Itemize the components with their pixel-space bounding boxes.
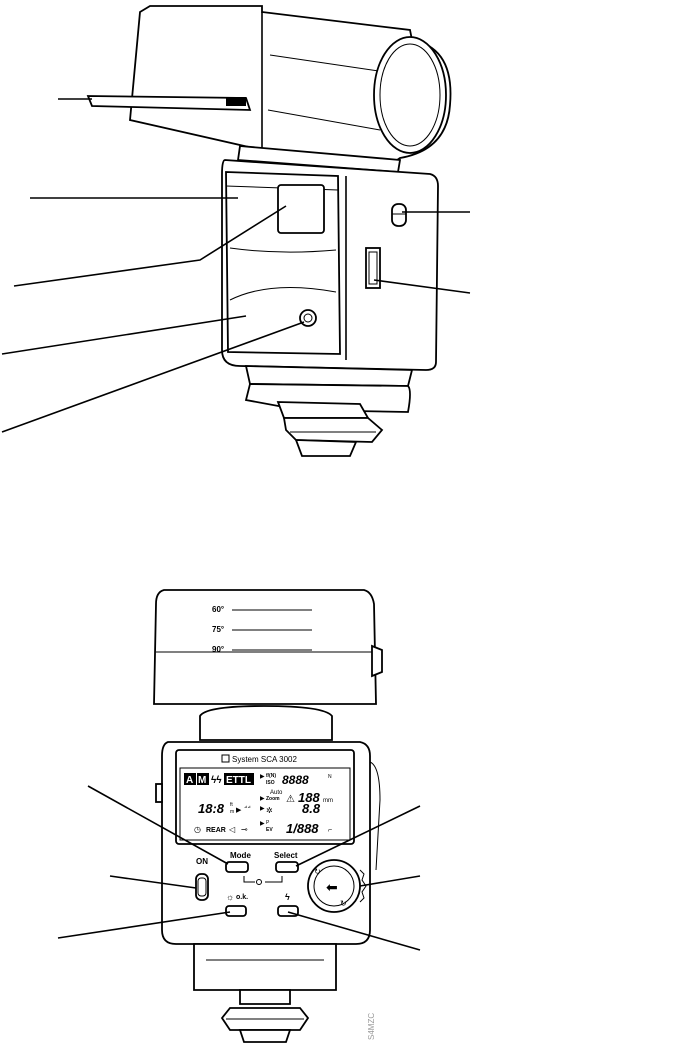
lcd-play-3: ▶ [260,806,265,812]
lcd-play-2: ▶ [260,796,265,802]
side-switch [391,203,407,227]
on-switch[interactable] [195,873,209,901]
mode-button-label: Mode [230,851,251,860]
lcd-warning-icon: ⚠ [286,794,295,805]
lcd-digits-mid: 8.8 [302,801,321,816]
ok-button-label: o.k. [236,894,248,901]
side-socket [365,247,381,289]
lcd-f-iso: f/(N) [266,773,276,779]
lcd-display: System SCA 3002 A M ϟϟ ETTL ▶ f/(N) ISO … [175,749,355,845]
flash-head [86,5,452,166]
flash-front-view [1,5,471,457]
lcd-mode-a: A [186,775,193,786]
lcd-aperture-icon: ✲ [266,806,273,815]
lcd-speaker-icon: ◁ [229,825,236,834]
lcd-auto: Auto [270,790,283,796]
zoom-90-label: 90° [212,645,224,654]
lcd-mode-m-badge [197,773,209,785]
lcd-scale-icon: ⊿⊿ [244,804,251,809]
lcd-digits-bottom: 1/888 [286,821,319,836]
lcd-brand: System SCA 3002 [232,755,297,764]
lcd-p: P [266,820,270,826]
body-rear: System SCA 3002 A M ϟϟ ETTL ▶ f/(N) ISO … [155,741,381,945]
lcd-ft: ft [230,802,233,808]
side-contact [155,783,163,803]
light-icon: ☼ [226,892,234,902]
lcd-m: m [230,809,234,815]
on-switch-label: ON [196,857,208,866]
lcd-mode-m: M [198,775,206,786]
mounting-foot [244,365,414,457]
lcd-mm: mm [323,798,333,804]
flash-rear-view: 60° 75° 90° System SCA 3002 A [57,589,421,1043]
lcd-bracket-icon: ⌐ [328,827,332,834]
rear-foot [193,943,337,1043]
zoom-60-label: 60° [212,605,224,614]
lcd-iso: ISO [266,780,275,786]
reflector-end [373,36,447,154]
sensor-eye [299,309,317,327]
lcd-mode-ettl: ETTL [226,775,251,786]
lcd-arrow-icon: ▶ [236,807,242,814]
lcd-rear: REAR [206,827,226,834]
flash-body [221,159,439,371]
lcd-play-1: ▶ [260,774,265,780]
lcd-slave-icon: ϟϟ [211,775,222,786]
head-release-knob [371,644,383,678]
rear-leader-lines [57,785,421,951]
lcd-n-mark: N [328,774,332,780]
key-lock-bracket [243,876,283,883]
select-button-label: Select [274,851,298,860]
watermark: S4MZC [367,1013,376,1040]
rear-neck [199,705,333,741]
lcd-digits-left: 18:8 [198,801,225,816]
lcd-play-4: ▶ [260,821,265,827]
lcd-ev: EV [266,827,273,833]
select-button[interactable] [275,861,299,873]
mode-button[interactable] [225,861,249,873]
lcd-key-icon: ⊸ [241,825,248,834]
flash-button-label: ϟ [285,892,290,902]
lcd-timer-icon: ◷ [194,825,201,834]
head-rear: 60° 75° 90° [153,589,383,705]
top-leader-lines [1,98,471,433]
lcd-mode-a-badge [184,773,196,785]
lcd-digits-top: 8888 [282,773,309,787]
lcd-ettl-badge [224,773,254,785]
lcd-zoom: Zoom [266,796,280,802]
diffuser-tab [226,97,246,106]
wide-angle-diffuser [86,95,252,111]
lcd-digits-zoom: 188 [298,790,320,805]
dial-arrow-icon: ⬅ [326,879,338,895]
ok-button[interactable] [225,905,247,917]
dial-rotate-up-icon: ↻ [314,867,321,876]
zoom-75-label: 75° [212,625,224,634]
af-illuminator-window [277,184,325,234]
dial-rotate-down-icon: ↻ [340,899,347,908]
